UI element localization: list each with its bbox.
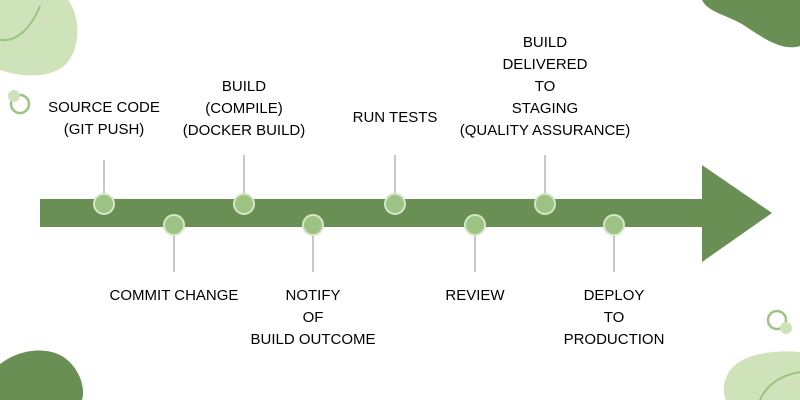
- top-left-dot: [8, 90, 20, 102]
- top-right-blob: [702, 0, 800, 48]
- label-line: BUILD: [522, 34, 568, 51]
- node-review: [464, 214, 486, 236]
- label-line: BUILD: [221, 78, 267, 95]
- label-run-tests: RUN TESTS: [353, 107, 438, 129]
- label-line: RUN TESTS: [352, 109, 438, 126]
- node-commit-change: [163, 214, 185, 236]
- node-source-code: [93, 193, 115, 215]
- top-left-blob: [0, 0, 78, 76]
- bottom-right-blob: [723, 351, 800, 400]
- label-source-code: SOURCE CODE (GIT PUSH): [48, 97, 160, 141]
- label-build: BUILD (COMPILE) (DOCKER BUILD): [183, 76, 306, 142]
- pipeline-arrow: [40, 165, 772, 262]
- node-build: [233, 193, 255, 215]
- label-line: SOURCE CODE: [48, 99, 160, 116]
- node-deploy: [603, 214, 625, 236]
- node-layer: [93, 193, 625, 236]
- top-left-ring: [9, 93, 31, 115]
- label-line: (DOCKER BUILD): [182, 122, 306, 139]
- label-line: STAGING: [511, 100, 579, 117]
- label-build-delivered: BUILD DELIVERED TO STAGING (QUALITY ASSURANC…: [460, 32, 631, 142]
- label-line: DEPLOY: [583, 287, 645, 304]
- node-run-tests: [384, 193, 406, 215]
- label-line: (COMPILE): [205, 100, 283, 117]
- node-notify: [302, 214, 324, 236]
- label-line: PRODUCTION: [563, 331, 665, 348]
- label-line: DELIVERED: [502, 56, 588, 73]
- label-line: NOTIFY: [285, 287, 341, 304]
- label-line: TO: [534, 78, 556, 95]
- label-line: (QUALITY ASSURANCE): [459, 122, 631, 139]
- label-line: OF: [302, 309, 324, 326]
- label-line: COMMIT CHANGE: [109, 287, 239, 304]
- label-line: TO: [603, 309, 625, 326]
- bottom-right-blob-curve: [759, 371, 800, 400]
- label-line: BUILD OUTCOME: [250, 331, 376, 348]
- label-commit-change: COMMIT CHANGE: [110, 285, 239, 307]
- label-deploy: DEPLOY TO PRODUCTION: [564, 285, 665, 351]
- bottom-left-blob: [0, 350, 84, 400]
- top-left-blob-curve: [0, 5, 41, 42]
- bottom-right-dot: [780, 322, 792, 334]
- label-line: (GIT PUSH): [63, 121, 145, 138]
- bottom-right-ring: [766, 309, 788, 331]
- label-review: REVIEW: [445, 285, 504, 307]
- label-line: REVIEW: [445, 287, 505, 304]
- node-build-delivered: [534, 193, 556, 215]
- label-notify: NOTIFY OF BUILD OUTCOME: [250, 285, 375, 351]
